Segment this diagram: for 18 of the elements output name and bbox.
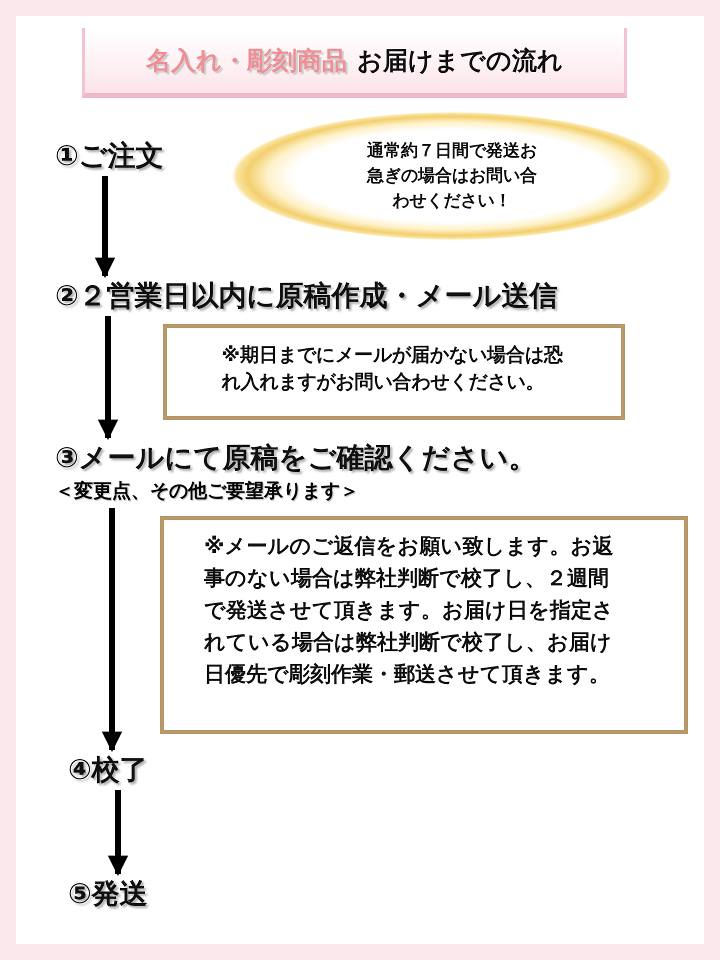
title-highlight: 名入れ・彫刻商品 bbox=[146, 45, 347, 77]
note-text: ※期日までにメールが届かない場合は恐れ入れますがお問い合わせください。 bbox=[222, 343, 564, 395]
title-banner bbox=[82, 28, 627, 98]
step-note: ＜変更点、その他ご要望承ります＞ bbox=[55, 479, 359, 504]
note-text: 通常約７日間で発送お急ぎの場合はお問い合わせください！ bbox=[367, 140, 537, 212]
step-label: ④校了 bbox=[68, 752, 149, 788]
arrow bbox=[108, 790, 128, 876]
step-label: ①ご注文 bbox=[55, 138, 165, 174]
note-box bbox=[160, 516, 688, 734]
title-text: お届けまでの流れ bbox=[357, 45, 563, 77]
arrow bbox=[98, 316, 118, 440]
step-label: ②２営業日以内に原稿作成・メール送信 bbox=[55, 278, 559, 314]
note-text: ※メールのご返信をお願い致します。お返事のない場合は弊社判断で校了し、２週間で発送させて頂きます。お届け日を指定されている場合は弊社判断で校了し、お届け日優先で彫刻作業・郵送させて頂きます。 bbox=[204, 533, 615, 688]
step-label: ⑤発送 bbox=[68, 876, 149, 912]
arrow bbox=[102, 508, 122, 752]
note-box bbox=[163, 324, 625, 420]
arrow bbox=[94, 176, 116, 278]
step-label: ③メールにて原稿をご確認ください。 bbox=[55, 440, 538, 476]
